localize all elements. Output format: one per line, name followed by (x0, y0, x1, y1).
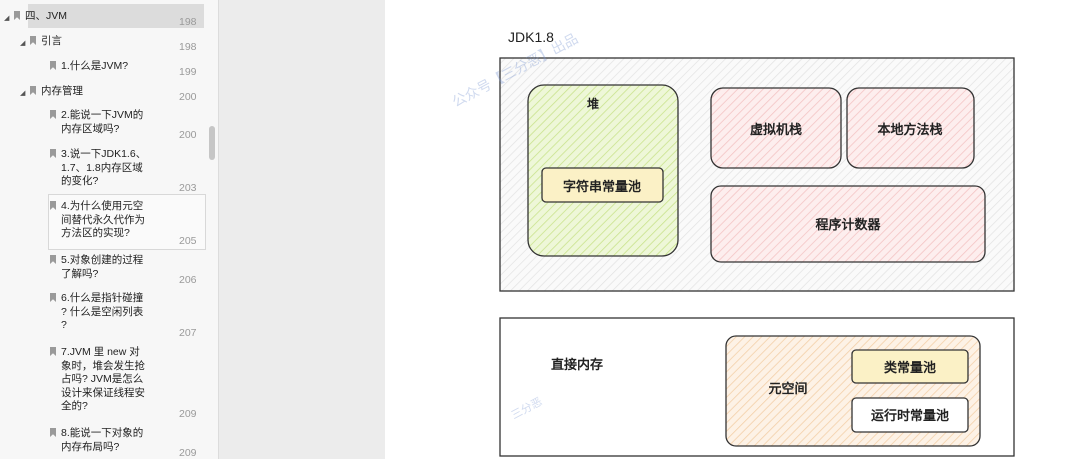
toc-page-number: 209 (179, 447, 197, 459)
expand-triangle-icon[interactable]: ◢ (4, 15, 10, 22)
string-pool-box (541, 167, 664, 203)
toc-hover-box (48, 194, 206, 250)
toc-page-number: 209 (179, 408, 197, 420)
page-gutter (219, 0, 385, 459)
toc-item-label: 四、JVM (25, 10, 67, 22)
toc-item-label: 引言 (41, 35, 62, 47)
toc-selected-highlight (28, 4, 204, 28)
bookmark-icon (50, 61, 56, 70)
bookmark-icon (30, 36, 36, 45)
toc-item-label: 1.什么是JVM? (61, 60, 129, 72)
toc-page-number: 207 (179, 327, 197, 339)
toc-page-number: 200 (179, 91, 197, 103)
toc-item-label: 6.什么是指针碰撞 ? 什么是空闲列表 ? (61, 292, 144, 331)
bookmark-icon (30, 86, 36, 95)
toc-item-label: 内存管理 (41, 85, 83, 97)
toc-page-number: 199 (179, 66, 197, 78)
document-page: JDK1.8 堆 字符串常量池 虚拟机栈 本地方法栈 程序计数器 直接内存 元空… (385, 0, 1080, 459)
class-pool-label: 类常量池 (884, 360, 936, 376)
toc-item-label: 4.为什么使用元空 间替代永久代作为 方法区的实现? (61, 200, 145, 239)
pc-box (710, 185, 986, 263)
bookmark-icon (50, 255, 56, 264)
toc-page-number: 198 (179, 41, 197, 53)
toc-item-label: 7.JVM 里 new 对 象时，堆会发生抢 占吗? JVM是怎么 设计来保证线… (61, 346, 145, 412)
native-stack-label: 本地方法栈 (877, 122, 942, 138)
vm-stack-box (710, 87, 842, 169)
string-pool-label: 字符串常量池 (563, 179, 641, 195)
toc-item-label: 8.能说一下对象的 内存布局吗? (61, 427, 144, 453)
runtime-pool-label: 运行时常量池 (871, 408, 949, 424)
toc-page-number: 205 (179, 235, 197, 247)
toc-sidebar: ◢ 四、JVM 198 ◢ 引言 198 1.什么是JVM? 199 ◢ 内存管理 200 2.能说一… (0, 0, 219, 459)
expand-triangle-icon[interactable]: ◢ (20, 90, 26, 97)
jvm-memory-diagram: JDK1.8 堆 字符串常量池 虚拟机栈 本地方法栈 程序计数器 直接内存 元空… (499, 29, 1015, 457)
bookmark-icon (50, 293, 56, 302)
bookmark-icon (50, 428, 56, 437)
direct-memory-label: 直接内存 (551, 357, 603, 373)
heap-label: 堆 (587, 96, 599, 111)
diagram-title: JDK1.8 (508, 29, 554, 45)
toc-page-number: 198 (179, 16, 197, 28)
bookmark-icon (50, 201, 56, 210)
toc-page-number: 206 (179, 274, 197, 286)
bookmark-icon (50, 110, 56, 119)
toc-item-label: 3.说一下JDK1.6、 1.7、1.8内存区域 的变化? (61, 148, 147, 187)
sidebar-scrollbar[interactable] (209, 126, 215, 160)
toc-page-number: 200 (179, 129, 197, 141)
pc-label: 程序计数器 (815, 217, 881, 233)
bookmark-icon (14, 11, 20, 20)
toc-page-number: 203 (179, 182, 197, 194)
class-pool-box (851, 349, 969, 384)
expand-triangle-icon[interactable]: ◢ (20, 40, 26, 47)
toc-item-label: 2.能说一下JVM的 内存区域吗? (61, 109, 144, 135)
bookmark-icon (50, 149, 56, 158)
native-stack-box (846, 87, 975, 169)
bookmark-icon (50, 347, 56, 356)
metaspace-label: 元空间 (768, 381, 807, 397)
vm-stack-label: 虚拟机栈 (750, 122, 802, 138)
toc-item-label: 5.对象创建的过程 了解吗? (61, 254, 144, 280)
runtime-pool-box (851, 397, 969, 433)
